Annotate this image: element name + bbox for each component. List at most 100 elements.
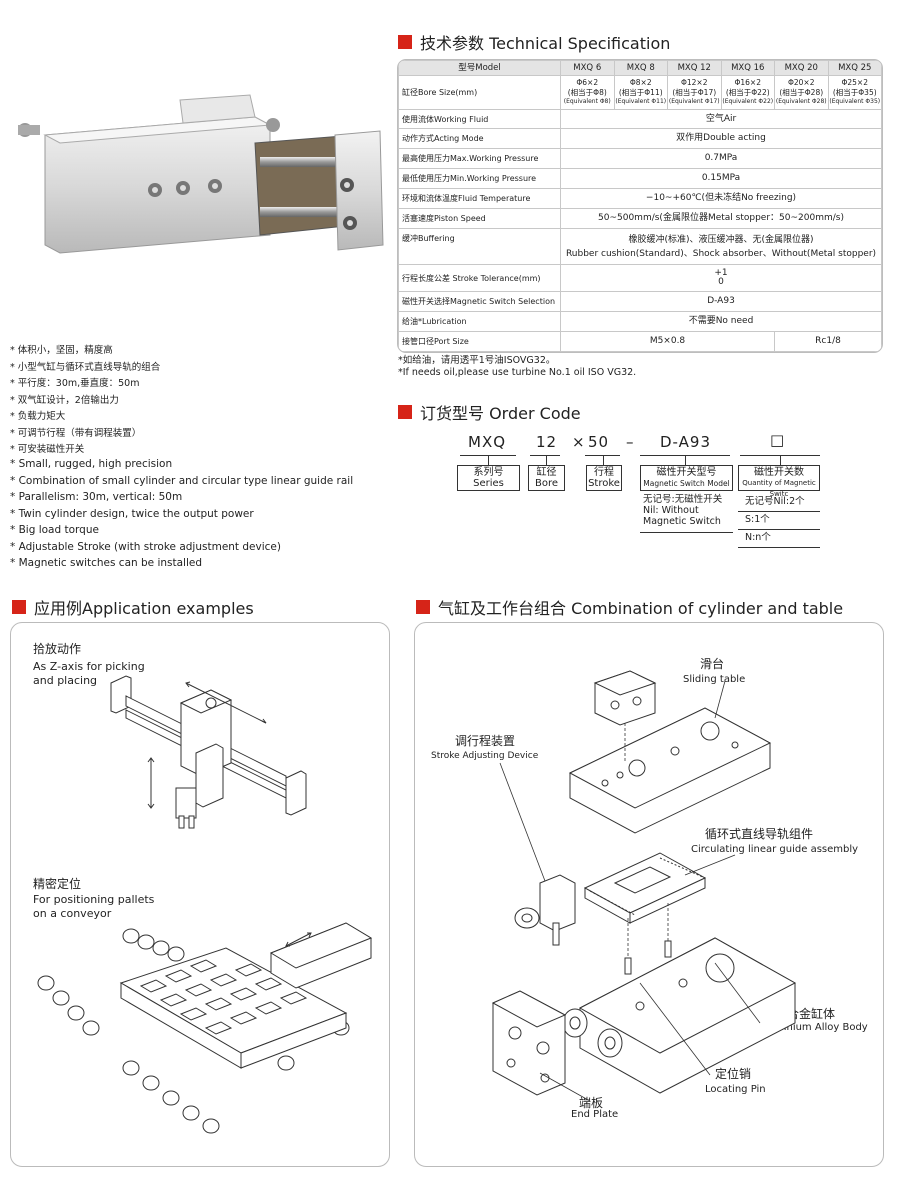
row-label: 活塞速度Piston Speed [398, 208, 561, 229]
part-label-cn: 滑台 [700, 657, 725, 671]
row-label: 环境和流体温度Fluid Temperature [398, 188, 561, 209]
qty-opt: 无记号Nil:2个 [745, 496, 805, 507]
part-label-en: Stroke Adjusting Device [431, 751, 539, 761]
feature-en: * Adjustable Stroke (with stroke adjustm… [10, 540, 281, 553]
model-col: MXQ 8 [613, 60, 668, 76]
row-label: 最低使用压力Min.Working Pressure [398, 168, 561, 189]
port-row: 接管口径Port Size M5×0.8 Rc1/8 [398, 331, 882, 352]
switch-row: 磁性开关选择Magnetic Switch Selection D-A93 [398, 291, 882, 312]
code-x: × [572, 433, 586, 451]
row-label: 给油*Lubrication [398, 311, 561, 332]
note: *如给油，请用透平1号油ISOVG32。 [398, 355, 556, 366]
part-label-cn: 端板 [579, 1096, 604, 1110]
row-value: 0.15MPa [560, 168, 882, 189]
feature-en: * Big load torque [10, 524, 99, 536]
red-square-icon [12, 600, 26, 614]
bore-cell: Φ8×2(相当于Φ11)(Equivalent Φ11) [613, 75, 668, 110]
part-label-en: End Plate [571, 1109, 619, 1120]
row-label: 缓冲Buffering [398, 228, 561, 265]
spec-row: 最高使用压力Max.Working Pressure 0.7MPa [398, 148, 882, 169]
bore-cell: Φ12×2(相当于Φ17)(Equivalent Φ17) [667, 75, 722, 110]
combo-title: 气缸及工作台组合 Combination of cylinder and tab… [416, 595, 843, 619]
apps-panel: 拾放动作 As Z-axis for picking and placing 精… [10, 622, 390, 1167]
spec-row: 使用流体Working Fluid 空气Air [398, 109, 882, 129]
row-value: 双作用Double acting [560, 128, 882, 149]
model-header: 型号Model [398, 60, 561, 76]
row-label: 缸径Bore Size(mm) [398, 75, 561, 110]
feature-en: * Combination of small cylinder and circ… [10, 474, 354, 487]
ex1-label-en: and placing [33, 674, 98, 687]
feature-cn: * 小型气缸与循环式直线导轨的组合 [10, 361, 161, 373]
row-value: 不需要No need [560, 311, 882, 332]
red-square-icon [416, 600, 430, 614]
bore-cell: Φ6×2(相当于Φ8)(Equivalent Φ8) [560, 75, 615, 110]
combo-panel: 滑台 Sliding table 调行程装置 Stroke Adjusting … [414, 622, 884, 1167]
bore-row: 缸径Bore Size(mm) Φ6×2(相当于Φ8)(Equivalent Φ… [398, 75, 882, 110]
part-label-cn: 定位销 [715, 1067, 752, 1081]
ex2-label-cn: 精密定位 [33, 877, 82, 891]
feature-cn: * 双气缸设计，2倍输出力 [10, 394, 119, 406]
part-label-en: Locating Pin [705, 1084, 766, 1095]
feature-cn: * 负载力矩大 [10, 411, 66, 422]
spec-row: 活塞速度Piston Speed 50~500mm/s(金属限位器Metal s… [398, 208, 882, 229]
spec-row: 最低使用压力Min.Working Pressure 0.15MPa [398, 168, 882, 189]
model-col: MXQ 20 [774, 60, 829, 76]
row-value: 橡胶缓冲(标准)、液压缓冲器、无(金属限位器)Rubber cushion(St… [560, 228, 882, 265]
feature-en: * Parallelism: 30m, vertical: 50m [10, 491, 183, 503]
bore-cell: Φ25×2(相当于Φ35)(Equivalent Φ35) [827, 75, 882, 110]
feature-cn: * 可调节行程（带有调程装置） [10, 427, 142, 439]
qty-opt: N:n个 [745, 532, 771, 543]
row-value: −10~+60℃(但未冻结No freezing) [560, 188, 882, 209]
row-value: D-A93 [560, 291, 882, 312]
spec-header-row: 型号Model MXQ 6 MXQ 8 MXQ 12 MXQ 16 MXQ 20… [398, 60, 882, 76]
row-value: Rc1/8 [774, 331, 882, 352]
part-label-en: Circulating linear guide assembly [691, 844, 859, 855]
row-label: 使用流体Working Fluid [398, 109, 561, 129]
order-title: 订货型号 Order Code [398, 400, 581, 424]
conveyor-drawing [37, 922, 373, 1134]
bore-cell: Φ16×2(相当于Φ22)(Equivalent Φ22) [720, 75, 775, 110]
feature-cn: * 平行度：30m,垂直度：50m [10, 378, 140, 389]
code-qty: □ [770, 431, 786, 449]
features-en: * Small, rugged, high precision * Combin… [10, 456, 390, 572]
row-label: 磁性开关选择Magnetic Switch Selection [398, 291, 561, 312]
code-switch: D-A93 [660, 433, 711, 451]
code-stroke: 50 [588, 433, 610, 451]
spec-table: 型号Model MXQ 6 MXQ 8 MXQ 12 MXQ 16 MXQ 20… [397, 59, 883, 353]
model-col: MXQ 25 [827, 60, 882, 76]
features-cn: * 体积小，坚固，精度高 * 小型气缸与循环式直线导轨的组合 * 平行度：30m… [10, 343, 380, 459]
part-label-en: Sliding table [683, 674, 746, 685]
feature-en: * Small, rugged, high precision [10, 458, 173, 470]
bore-cell: Φ20×2(相当于Φ28)(Equivalent Φ28) [774, 75, 829, 110]
spec-row: 环境和流体温度Fluid Temperature −10~+60℃(但未冻结No… [398, 188, 882, 209]
part-label-cn: 循环式直线导轨组件 [705, 827, 814, 841]
lubrication-row: 给油*Lubrication 不需要No need [398, 311, 882, 332]
model-col: MXQ 6 [560, 60, 615, 76]
ex2-label-en: on a conveyor [33, 907, 112, 920]
model-col: MXQ 16 [720, 60, 775, 76]
row-label: 接管口径Port Size [398, 331, 561, 352]
product-photo [18, 94, 384, 254]
feature-cn: * 体积小，坚固，精度高 [10, 345, 113, 356]
row-value: M5×0.8 [560, 331, 775, 352]
spec-title: 技术参数 Technical Specification [398, 30, 670, 54]
feature-cn: * 可安装磁性开关 [10, 444, 85, 455]
spec-row: 动作方式Acting Mode 双作用Double acting [398, 128, 882, 149]
feature-en: * Magnetic switches can be installed [10, 557, 203, 569]
code-series: MXQ [468, 433, 507, 451]
row-value: 50~500mm/s(金属限位器Metal stopper：50~200mm/s… [560, 208, 882, 229]
spec-notes: *如给油，请用透平1号油ISOVG32。 *If needs oil,pleas… [398, 355, 878, 379]
row-value: 空气Air [560, 109, 882, 129]
row-label: 行程长度公差 Stroke Tolerance(mm) [398, 264, 561, 292]
row-value: 0.7MPa [560, 148, 882, 169]
row-label: 最高使用压力Max.Working Pressure [398, 148, 561, 169]
ex1-label-en: As Z-axis for picking [33, 660, 145, 673]
part-label-en: Aluminium Alloy Body [758, 1022, 868, 1033]
